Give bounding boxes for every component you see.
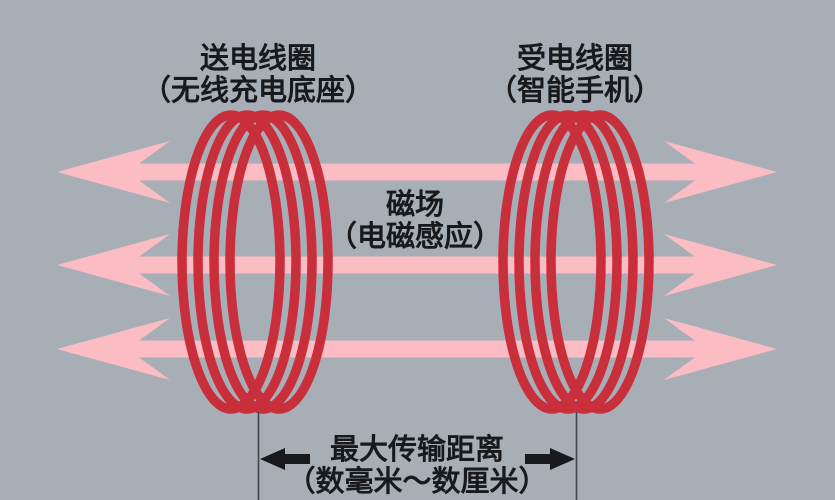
transmit-coil bbox=[177, 110, 333, 414]
receive-coil bbox=[498, 110, 654, 414]
transmit-coil-label-line2: （无线充电底座） bbox=[141, 73, 374, 107]
magnetic-field-label: 磁场 （电磁感应） bbox=[215, 188, 615, 252]
receive-coil-label-line2: （智能手机） bbox=[487, 73, 662, 107]
magnetic-field-label-line2: （电磁感应） bbox=[327, 219, 502, 253]
field-line-middle bbox=[57, 234, 777, 296]
receive-coil-label: 受电线圈 （智能手机） bbox=[375, 42, 775, 106]
field-line-bottom bbox=[57, 318, 777, 380]
max-distance-label-line2: （数毫米～数厘米） bbox=[286, 464, 548, 498]
transmit-coil-label-line1: 送电线圈 bbox=[199, 41, 316, 75]
max-distance-label: 最大传输距离 （数毫米～数厘米） bbox=[217, 433, 617, 497]
magnetic-field-label-line1: 磁场 bbox=[385, 187, 444, 221]
transmit-coil-label: 送电线圈 （无线充电底座） bbox=[58, 42, 458, 106]
field-line-shaft bbox=[125, 256, 710, 274]
receive-coil-label-line1: 受电线圈 bbox=[516, 41, 633, 75]
max-distance-label-line1: 最大传输距离 bbox=[329, 432, 504, 466]
